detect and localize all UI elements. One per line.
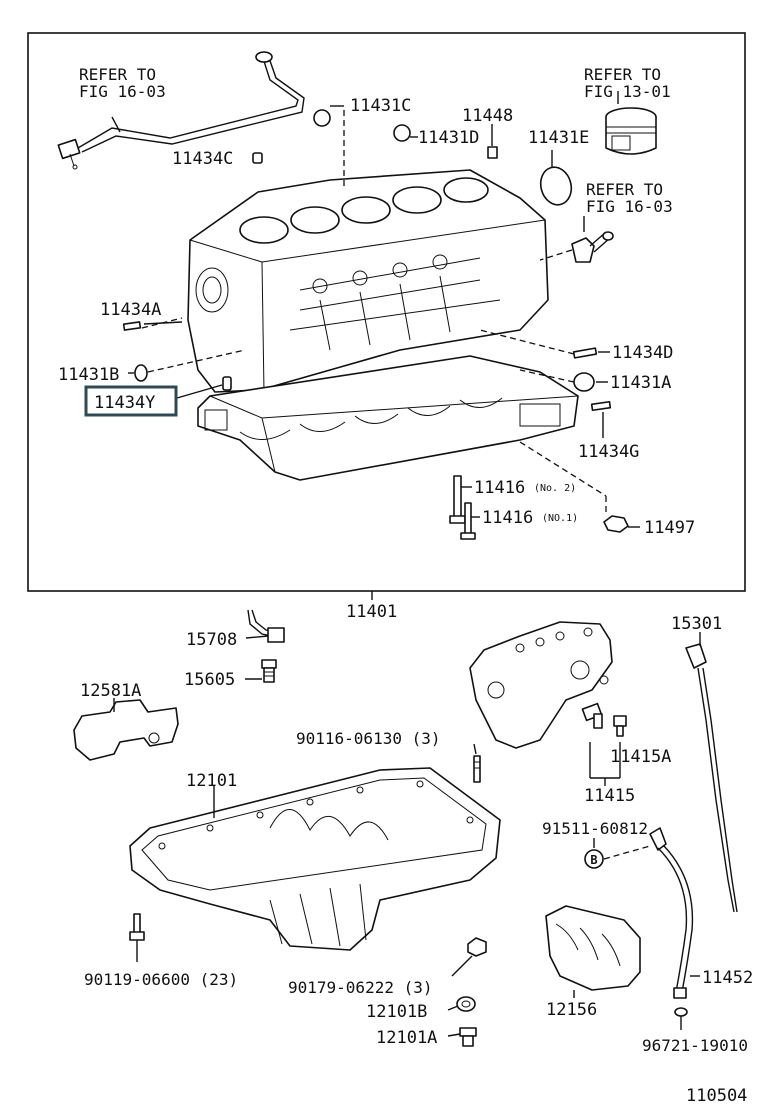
callout-refer-16-03-right-line1: REFER TO xyxy=(586,180,663,199)
leader-15708 xyxy=(245,635,269,639)
part-label-12101b[interactable]: 12101B xyxy=(366,1002,427,1022)
part-label-91511[interactable]: 91511-60812 xyxy=(542,819,648,838)
part-label-11434c[interactable]: 11434C xyxy=(172,149,233,169)
bolt-90119-illustration xyxy=(129,913,145,941)
highlight-box-11434y xyxy=(84,385,178,417)
part-label-11497[interactable]: 11497 xyxy=(644,518,695,538)
leader-90116 xyxy=(473,743,477,755)
leader-11415-group xyxy=(589,742,621,786)
oil-nozzle-illustration xyxy=(571,231,614,263)
callout-refer-13-01-line2: FIG 13-01 xyxy=(584,82,671,101)
part-label-11431b[interactable]: 11431B xyxy=(58,365,119,385)
plug-11448-illustration xyxy=(487,146,498,159)
part-label-90119[interactable]: 90119-06600 (23) xyxy=(84,970,238,989)
callout-refer-13-01-line1: REFER TO xyxy=(584,65,661,84)
piston-illustration xyxy=(605,107,657,155)
plug-11431c-illustration xyxy=(313,109,331,127)
part-label-15301[interactable]: 15301 xyxy=(671,614,722,634)
pin-11434y-illustration xyxy=(222,376,232,391)
part-label-11448[interactable]: 11448 xyxy=(462,106,513,126)
part-label-11416-no1[interactable]: 11416 xyxy=(482,508,533,528)
gasket-96721-illustration xyxy=(674,1007,688,1017)
sender-15605-illustration xyxy=(261,659,277,683)
upper-group-frame xyxy=(27,32,746,592)
pin-11434a-illustration xyxy=(122,321,142,331)
bolt-91511-illustration: B xyxy=(584,849,604,869)
part-label-12156[interactable]: 12156 xyxy=(546,1000,597,1020)
leader-90179 xyxy=(451,955,473,977)
part-label-12101a[interactable]: 12101A xyxy=(376,1028,437,1048)
oil-pipe-illustration xyxy=(57,51,305,170)
plug-11431a-illustration xyxy=(573,372,595,392)
part-label-15708[interactable]: 15708 xyxy=(186,630,237,650)
callout-refer-16-03-right-line2: FIG 16-03 xyxy=(586,197,673,216)
bolt-11416-no1-illustration xyxy=(460,502,476,540)
leader-12101a xyxy=(447,1033,461,1037)
part-label-96721[interactable]: 96721-19010 xyxy=(642,1036,748,1055)
part-label-12581a[interactable]: 12581A xyxy=(80,681,141,701)
part-label-90179[interactable]: 90179-06222 (3) xyxy=(288,978,433,997)
part-label-11434d[interactable]: 11434D xyxy=(612,343,673,363)
nut-11497-illustration xyxy=(603,515,629,533)
plug-12101a-illustration xyxy=(459,1027,477,1047)
part-label-11434g[interactable]: 11434G xyxy=(578,442,639,462)
oil-pan-12101-illustration xyxy=(129,767,501,951)
plug-11431b-illustration xyxy=(134,364,148,382)
stud-11415-illustration xyxy=(581,702,603,729)
part-label-11416-no2[interactable]: 11416 xyxy=(474,478,525,498)
pin-11434d-illustration xyxy=(572,347,598,359)
leader-12101b xyxy=(447,1005,459,1011)
gasket-12101b-hole xyxy=(461,1000,471,1008)
callout-refer-16-03-left-line2: FIG 16-03 xyxy=(79,82,166,101)
assembly-label-11401[interactable]: 11401 xyxy=(346,602,397,622)
plug-11431d-illustration xyxy=(393,124,411,142)
part-label-11431e[interactable]: 11431E xyxy=(528,128,589,148)
part-label-12101[interactable]: 12101 xyxy=(186,771,237,791)
part-label-11415a[interactable]: 11415A xyxy=(610,747,671,767)
callout-refer-16-03-left-line1: REFER TO xyxy=(79,65,156,84)
part-label-11434y[interactable]: 11434Y xyxy=(94,393,155,413)
bolt-11416-no2-illustration xyxy=(449,475,466,524)
oil-pan-12156-illustration xyxy=(545,905,641,991)
bearing-cap-illustration xyxy=(197,355,579,481)
sender-15708-illustration xyxy=(247,609,285,643)
pin-11434g-illustration xyxy=(590,400,612,412)
stud-90116-illustration xyxy=(473,755,481,783)
dipstick-guide-11452-illustration xyxy=(649,827,694,999)
part-label-11434a[interactable]: 11434A xyxy=(100,300,161,320)
part-label-90116[interactable]: 90116-06130 (3) xyxy=(296,729,441,748)
part-note-11416-no1: (NO.1) xyxy=(542,513,578,524)
pin-11434c-illustration xyxy=(252,152,263,164)
part-label-11431d[interactable]: 11431D xyxy=(418,128,479,148)
part-label-15605[interactable]: 15605 xyxy=(184,670,235,690)
baffle-12581a-illustration xyxy=(73,699,179,761)
part-label-11452[interactable]: 11452 xyxy=(702,968,753,988)
cylinder-block-illustration xyxy=(187,169,549,393)
sheet-id: 110504 xyxy=(686,1086,747,1106)
plug-11431e-illustration xyxy=(539,166,573,206)
dipstick-15301-illustration xyxy=(685,643,738,913)
part-label-11431a[interactable]: 11431A xyxy=(610,373,671,393)
part-label-11415[interactable]: 11415 xyxy=(584,786,635,806)
part-label-11431c[interactable]: 11431C xyxy=(350,96,411,116)
gasket-12101b-illustration xyxy=(456,996,476,1012)
leader-91511 xyxy=(603,845,651,860)
bolt-11415a-illustration xyxy=(613,715,627,737)
bolt-90179-illustration xyxy=(467,937,487,957)
oil-strainer-illustration xyxy=(469,621,613,749)
part-note-11416-no2: (No. 2) xyxy=(534,483,576,494)
svg-text:B: B xyxy=(590,853,597,867)
upper-leader-lines xyxy=(111,91,640,600)
